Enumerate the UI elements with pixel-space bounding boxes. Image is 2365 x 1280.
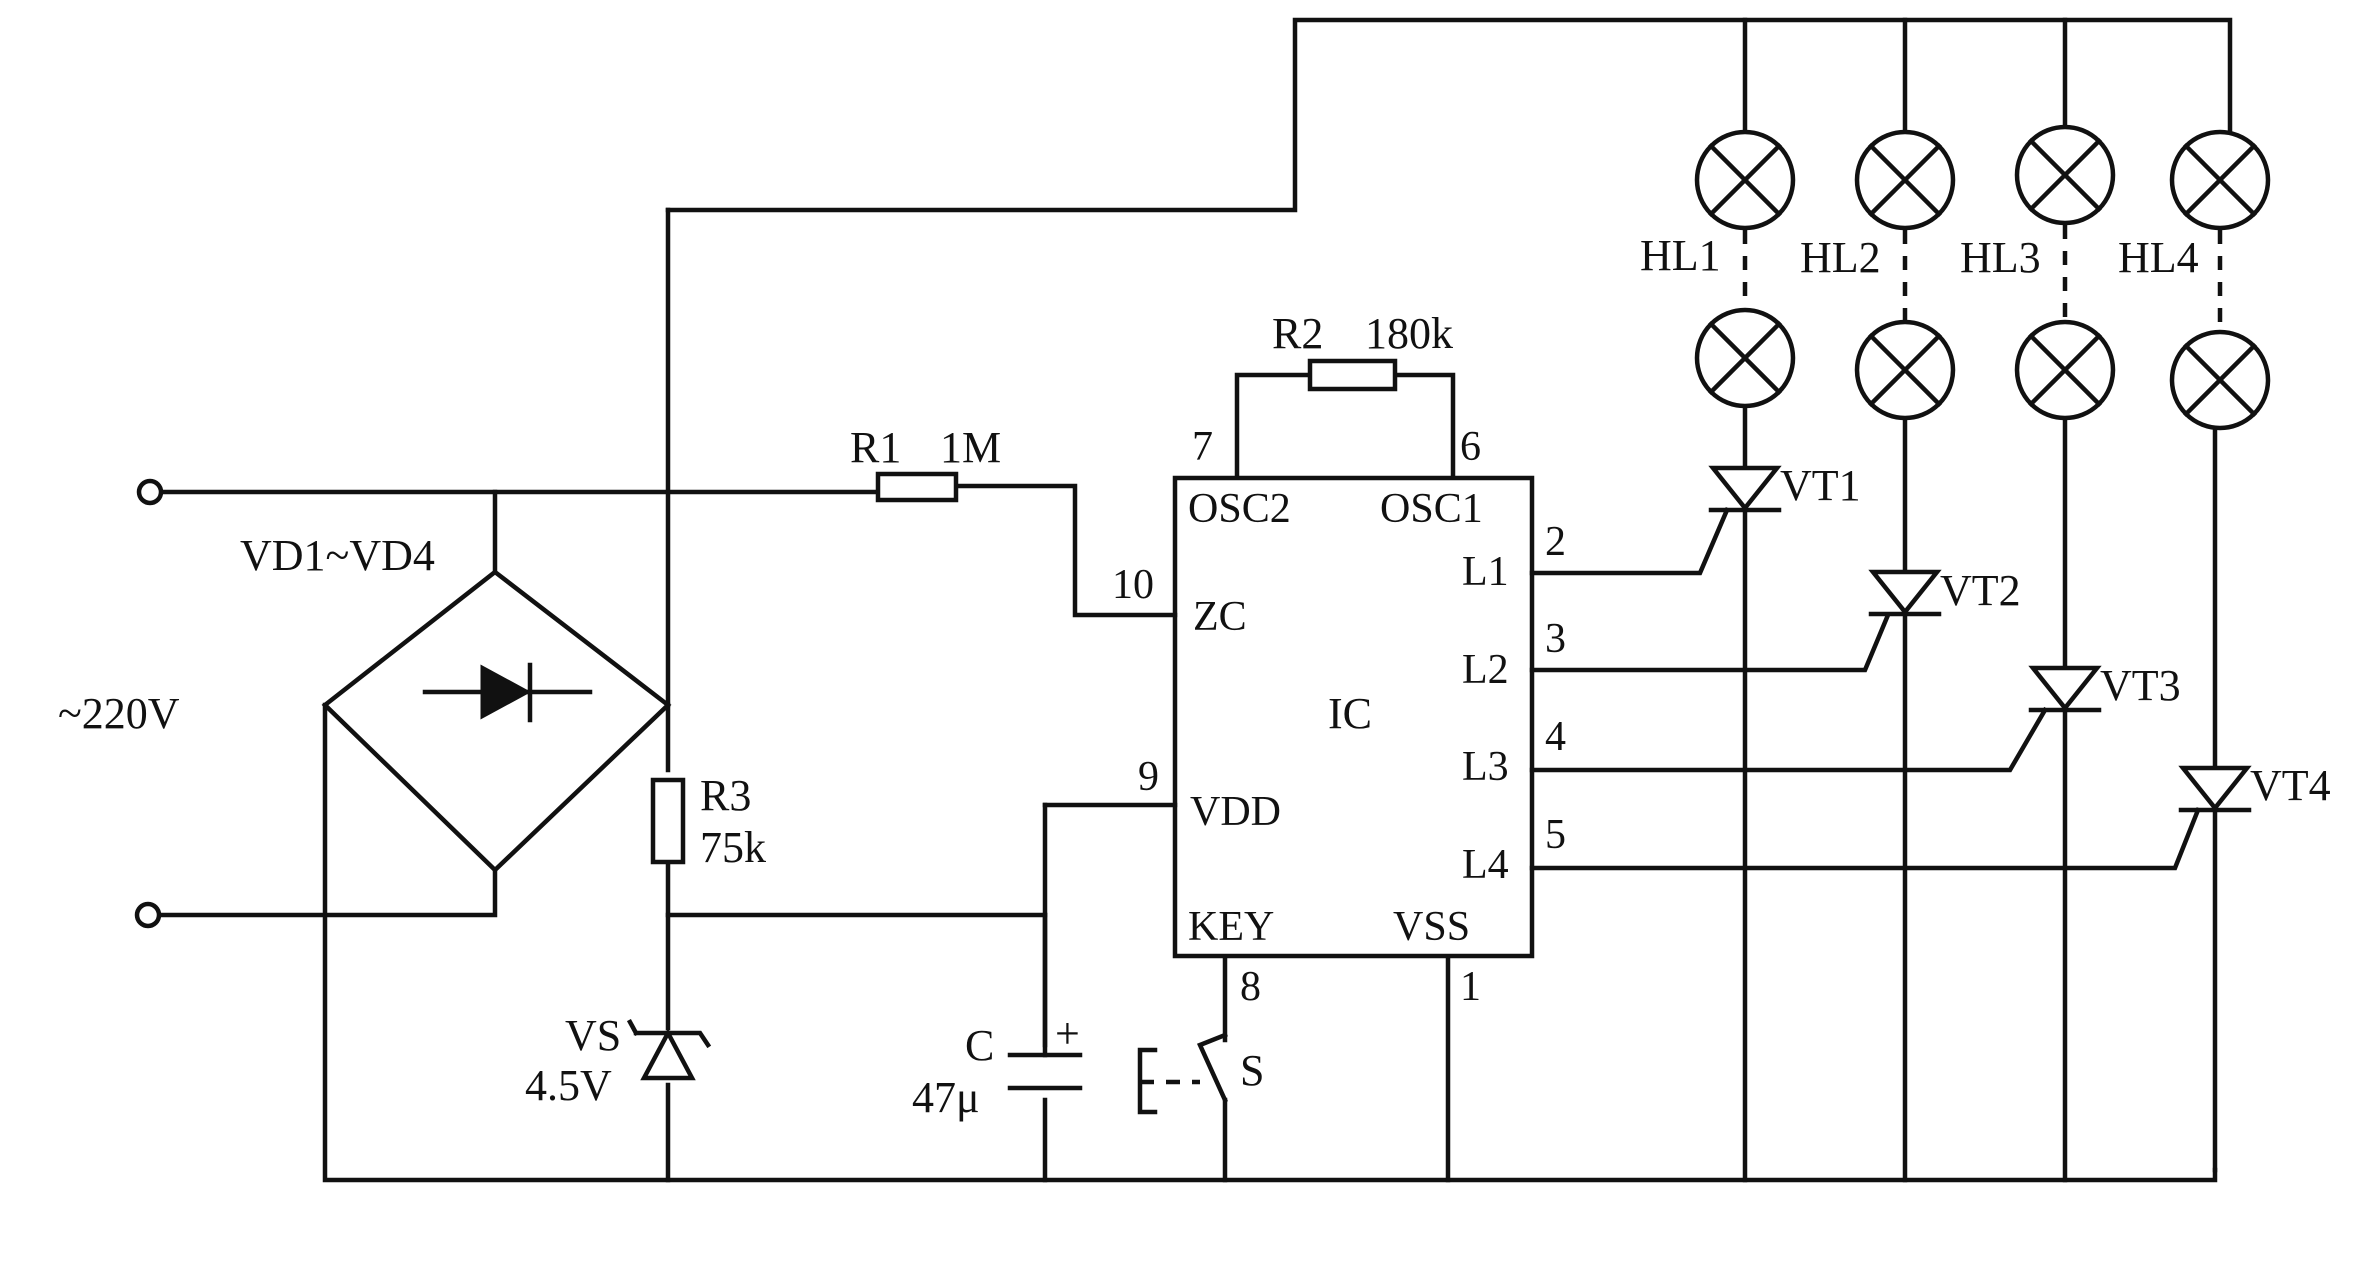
pin-zc-number: 10 — [1112, 562, 1154, 608]
lamp-4-label: HL4 — [2118, 233, 2199, 282]
lamp-4-upper — [2169, 129, 2271, 231]
triac-vt1 — [1708, 465, 1782, 513]
triac-vt3-label: VT3 — [2100, 661, 2181, 710]
pin-l1-number: 2 — [1545, 519, 1566, 565]
ac-terminal-bottom — [134, 901, 162, 929]
lamp-4-lower — [2169, 329, 2271, 431]
pin-vss-name: VSS — [1393, 904, 1470, 950]
zener-diode-vs — [626, 1018, 712, 1081]
resistor-r2 — [1307, 358, 1398, 392]
r3-value: 75k — [700, 823, 766, 872]
r2-value: 180k — [1365, 309, 1453, 358]
ic-name: IC — [1328, 689, 1372, 738]
pin-l1-name: L1 — [1462, 549, 1509, 595]
r1-name: R1 — [850, 423, 901, 472]
triac-vt1-label: VT1 — [1780, 461, 1861, 510]
switch-name: S — [1240, 1046, 1264, 1095]
ic-body — [1172, 475, 1535, 959]
pin-osc1-name: OSC1 — [1380, 486, 1483, 532]
pin-osc1-number: 6 — [1460, 424, 1481, 470]
cap-value: 47μ — [912, 1073, 980, 1122]
triac-vt4 — [2178, 765, 2252, 813]
bridge-label: VD1~VD4 — [240, 531, 435, 580]
resistor-r1 — [875, 471, 959, 503]
vs-value: 4.5V — [525, 1061, 612, 1110]
pin-key-number: 8 — [1240, 964, 1261, 1010]
capacitor-c — [1007, 1052, 1083, 1091]
push-switch-s — [1137, 1032, 1228, 1115]
r1-value: 1M — [940, 423, 1001, 472]
lamp-1-label: HL1 — [1640, 231, 1721, 280]
pin-l3-name: L3 — [1462, 744, 1509, 790]
pin-l3-number: 4 — [1545, 714, 1566, 760]
triac-vt4-label: VT4 — [2250, 761, 2331, 810]
pin-l4-name: L4 — [1462, 842, 1509, 888]
vs-name: VS — [565, 1011, 621, 1060]
pin-l4-number: 5 — [1545, 812, 1566, 858]
supply-label: ~220V — [58, 689, 180, 738]
lamp-2-label: HL2 — [1800, 233, 1881, 282]
lamp-1-lower — [1694, 307, 1796, 409]
lamp-3-label: HL3 — [1960, 233, 2041, 282]
pin-l2-number: 3 — [1545, 616, 1566, 662]
lamp-3-upper — [2014, 124, 2116, 226]
pin-osc2-number: 7 — [1192, 424, 1213, 470]
r3-name: R3 — [700, 771, 751, 820]
pin-osc2-name: OSC2 — [1188, 486, 1291, 532]
lamps: HL1 HL2 HL3 HL4 — [1640, 124, 2271, 431]
cap-name: C — [965, 1021, 994, 1070]
lamp-2-lower — [1854, 319, 1956, 421]
pin-vdd-number: 9 — [1138, 754, 1159, 800]
pin-zc-name: ZC — [1193, 594, 1247, 640]
ac-terminal-top — [136, 478, 164, 506]
lamp-1-upper — [1694, 129, 1796, 231]
resistor-r3 — [650, 777, 686, 865]
triac-vt2 — [1868, 569, 1942, 617]
pin-vss-number: 1 — [1460, 964, 1481, 1010]
pin-key-name: KEY — [1188, 904, 1274, 950]
triac-vt2-label: VT2 — [1940, 566, 2021, 615]
pin-vdd-name: VDD — [1190, 789, 1281, 835]
lamp-2-upper — [1854, 129, 1956, 231]
bridge-rectifier — [321, 569, 672, 874]
cap-polarity: + — [1055, 1009, 1080, 1058]
lamp-3-lower — [2014, 319, 2116, 421]
wires — [159, 17, 2233, 1183]
triac-vt3 — [2028, 665, 2102, 713]
pin-l2-name: L2 — [1462, 647, 1509, 693]
r2-name: R2 — [1272, 309, 1323, 358]
